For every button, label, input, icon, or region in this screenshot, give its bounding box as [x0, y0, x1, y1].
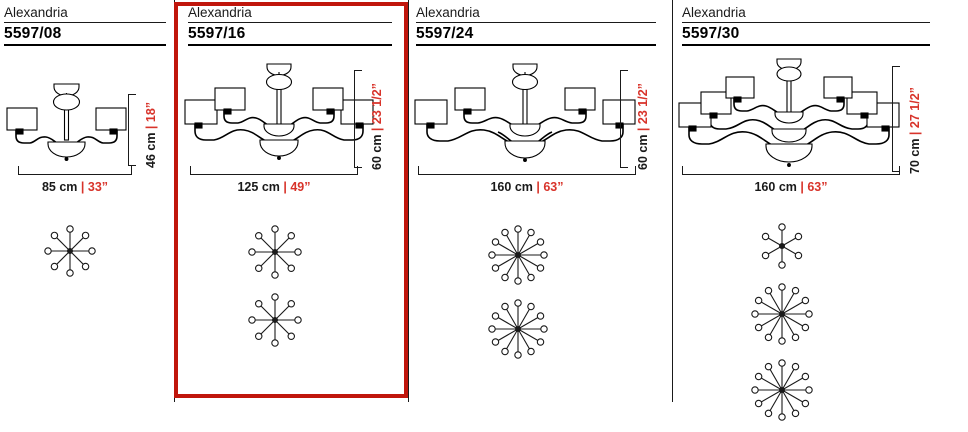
plan-view-starburst [44, 225, 96, 277]
header-divider [416, 22, 656, 23]
width-imperial: 49” [290, 180, 311, 194]
plan-view [756, 220, 808, 272]
height-bracket [354, 70, 362, 168]
width-dimension-label: 160 cm | 63” [754, 180, 828, 194]
height-dimension-label: 70 cm | 27 1/2” [908, 87, 922, 174]
chandelier-elevation-svg [678, 58, 900, 167]
height-dimension-label: 46 cm | 18” [144, 101, 158, 168]
height-dimension-label: 60 cm | 23 1/2” [636, 83, 650, 170]
plan-view-starburst [488, 225, 548, 285]
column-separator [408, 0, 409, 402]
column-separator [672, 0, 673, 402]
height-metric: 60 cm [636, 134, 650, 170]
plan-view [245, 222, 305, 282]
width-metric: 125 cm [237, 180, 280, 194]
height-dimension-label: 60 cm | 23 1/2” [370, 83, 384, 170]
plan-view [485, 222, 551, 288]
chandelier-elevation-svg [6, 83, 127, 161]
height-imperial: 23 1/2” [370, 83, 384, 125]
width-imperial: 33” [87, 180, 109, 194]
chandelier-elevation-svg [184, 63, 374, 160]
plan-views-5597-16 [230, 222, 320, 358]
family-name: Alexandria [188, 5, 252, 20]
plan-view [748, 280, 816, 348]
header-divider-bold [188, 44, 392, 46]
width-metric: 160 cm [754, 180, 797, 194]
width-bracket [18, 166, 132, 175]
elevation-drawing-5597-08 [4, 80, 129, 165]
family-name: Alexandria [4, 5, 68, 20]
family-name: Alexandria [416, 5, 480, 20]
family-name: Alexandria [682, 5, 746, 20]
width-metric: 160 cm [490, 180, 533, 194]
height-bracket [892, 66, 900, 172]
width-bracket [190, 166, 358, 175]
model-code: 5597/30 [682, 25, 740, 42]
product-header: Alexandria 5597/30 [682, 4, 930, 46]
product-column-5597-24: Alexandria 5597/24 [408, 0, 672, 402]
header-divider [682, 22, 930, 23]
product-header: Alexandria 5597/08 [4, 4, 166, 46]
model-code: 5597/08 [4, 25, 62, 42]
header-divider [4, 22, 166, 23]
plan-view [485, 296, 551, 362]
plan-view [748, 356, 816, 424]
header-divider-bold [682, 44, 930, 46]
plan-view-starburst [248, 293, 302, 347]
height-bracket [620, 70, 628, 168]
product-header: Alexandria 5597/24 [416, 4, 656, 46]
height-metric: 46 cm [144, 132, 158, 168]
plan-view-starburst [248, 225, 302, 279]
width-dimension-label: 125 cm | 49” [237, 180, 311, 194]
chandelier-elevation-svg [414, 63, 636, 162]
height-metric: 60 cm [370, 134, 384, 170]
width-dimension-label: 160 cm | 63” [490, 180, 564, 194]
plan-view-starburst [751, 359, 813, 421]
width-dimension-label: 85 cm | 33” [41, 180, 109, 194]
plan-view-starburst [761, 223, 803, 269]
model-code: 5597/24 [416, 25, 474, 42]
header-divider-bold [416, 44, 656, 46]
product-column-5597-30: Alexandria 5597/30 [672, 0, 968, 421]
plan-view [245, 290, 305, 350]
plan-view [41, 222, 99, 280]
width-bracket [682, 166, 900, 175]
plan-views-5597-30 [732, 220, 832, 432]
elevation-drawing-5597-16 [184, 62, 374, 170]
header-divider [188, 22, 392, 23]
product-column-5597-08: Alexandria 5597/08 [0, 0, 174, 402]
height-imperial: 27 1/2” [908, 87, 922, 129]
header-divider-bold [4, 44, 166, 46]
width-metric: 85 cm [41, 180, 78, 194]
product-column-5597-16: Alexandria 5597/16 [174, 0, 408, 402]
height-imperial: 23 1/2” [636, 83, 650, 125]
plan-views-5597-08 [30, 222, 110, 288]
height-bracket [128, 94, 136, 166]
plan-views-5597-24 [468, 222, 568, 370]
width-bracket [418, 166, 636, 175]
model-code: 5597/16 [188, 25, 246, 42]
elevation-drawing-5597-30 [678, 58, 900, 174]
width-imperial: 63” [807, 180, 828, 194]
height-imperial: 18” [144, 101, 158, 123]
height-metric: 70 cm [908, 138, 922, 174]
product-header: Alexandria 5597/16 [188, 4, 392, 46]
width-imperial: 63” [543, 180, 564, 194]
plan-view-starburst [488, 299, 548, 359]
elevation-drawing-5597-24 [414, 62, 636, 170]
product-dimension-sheet: Alexandria 5597/08 [0, 0, 968, 421]
plan-view-starburst [751, 283, 813, 345]
